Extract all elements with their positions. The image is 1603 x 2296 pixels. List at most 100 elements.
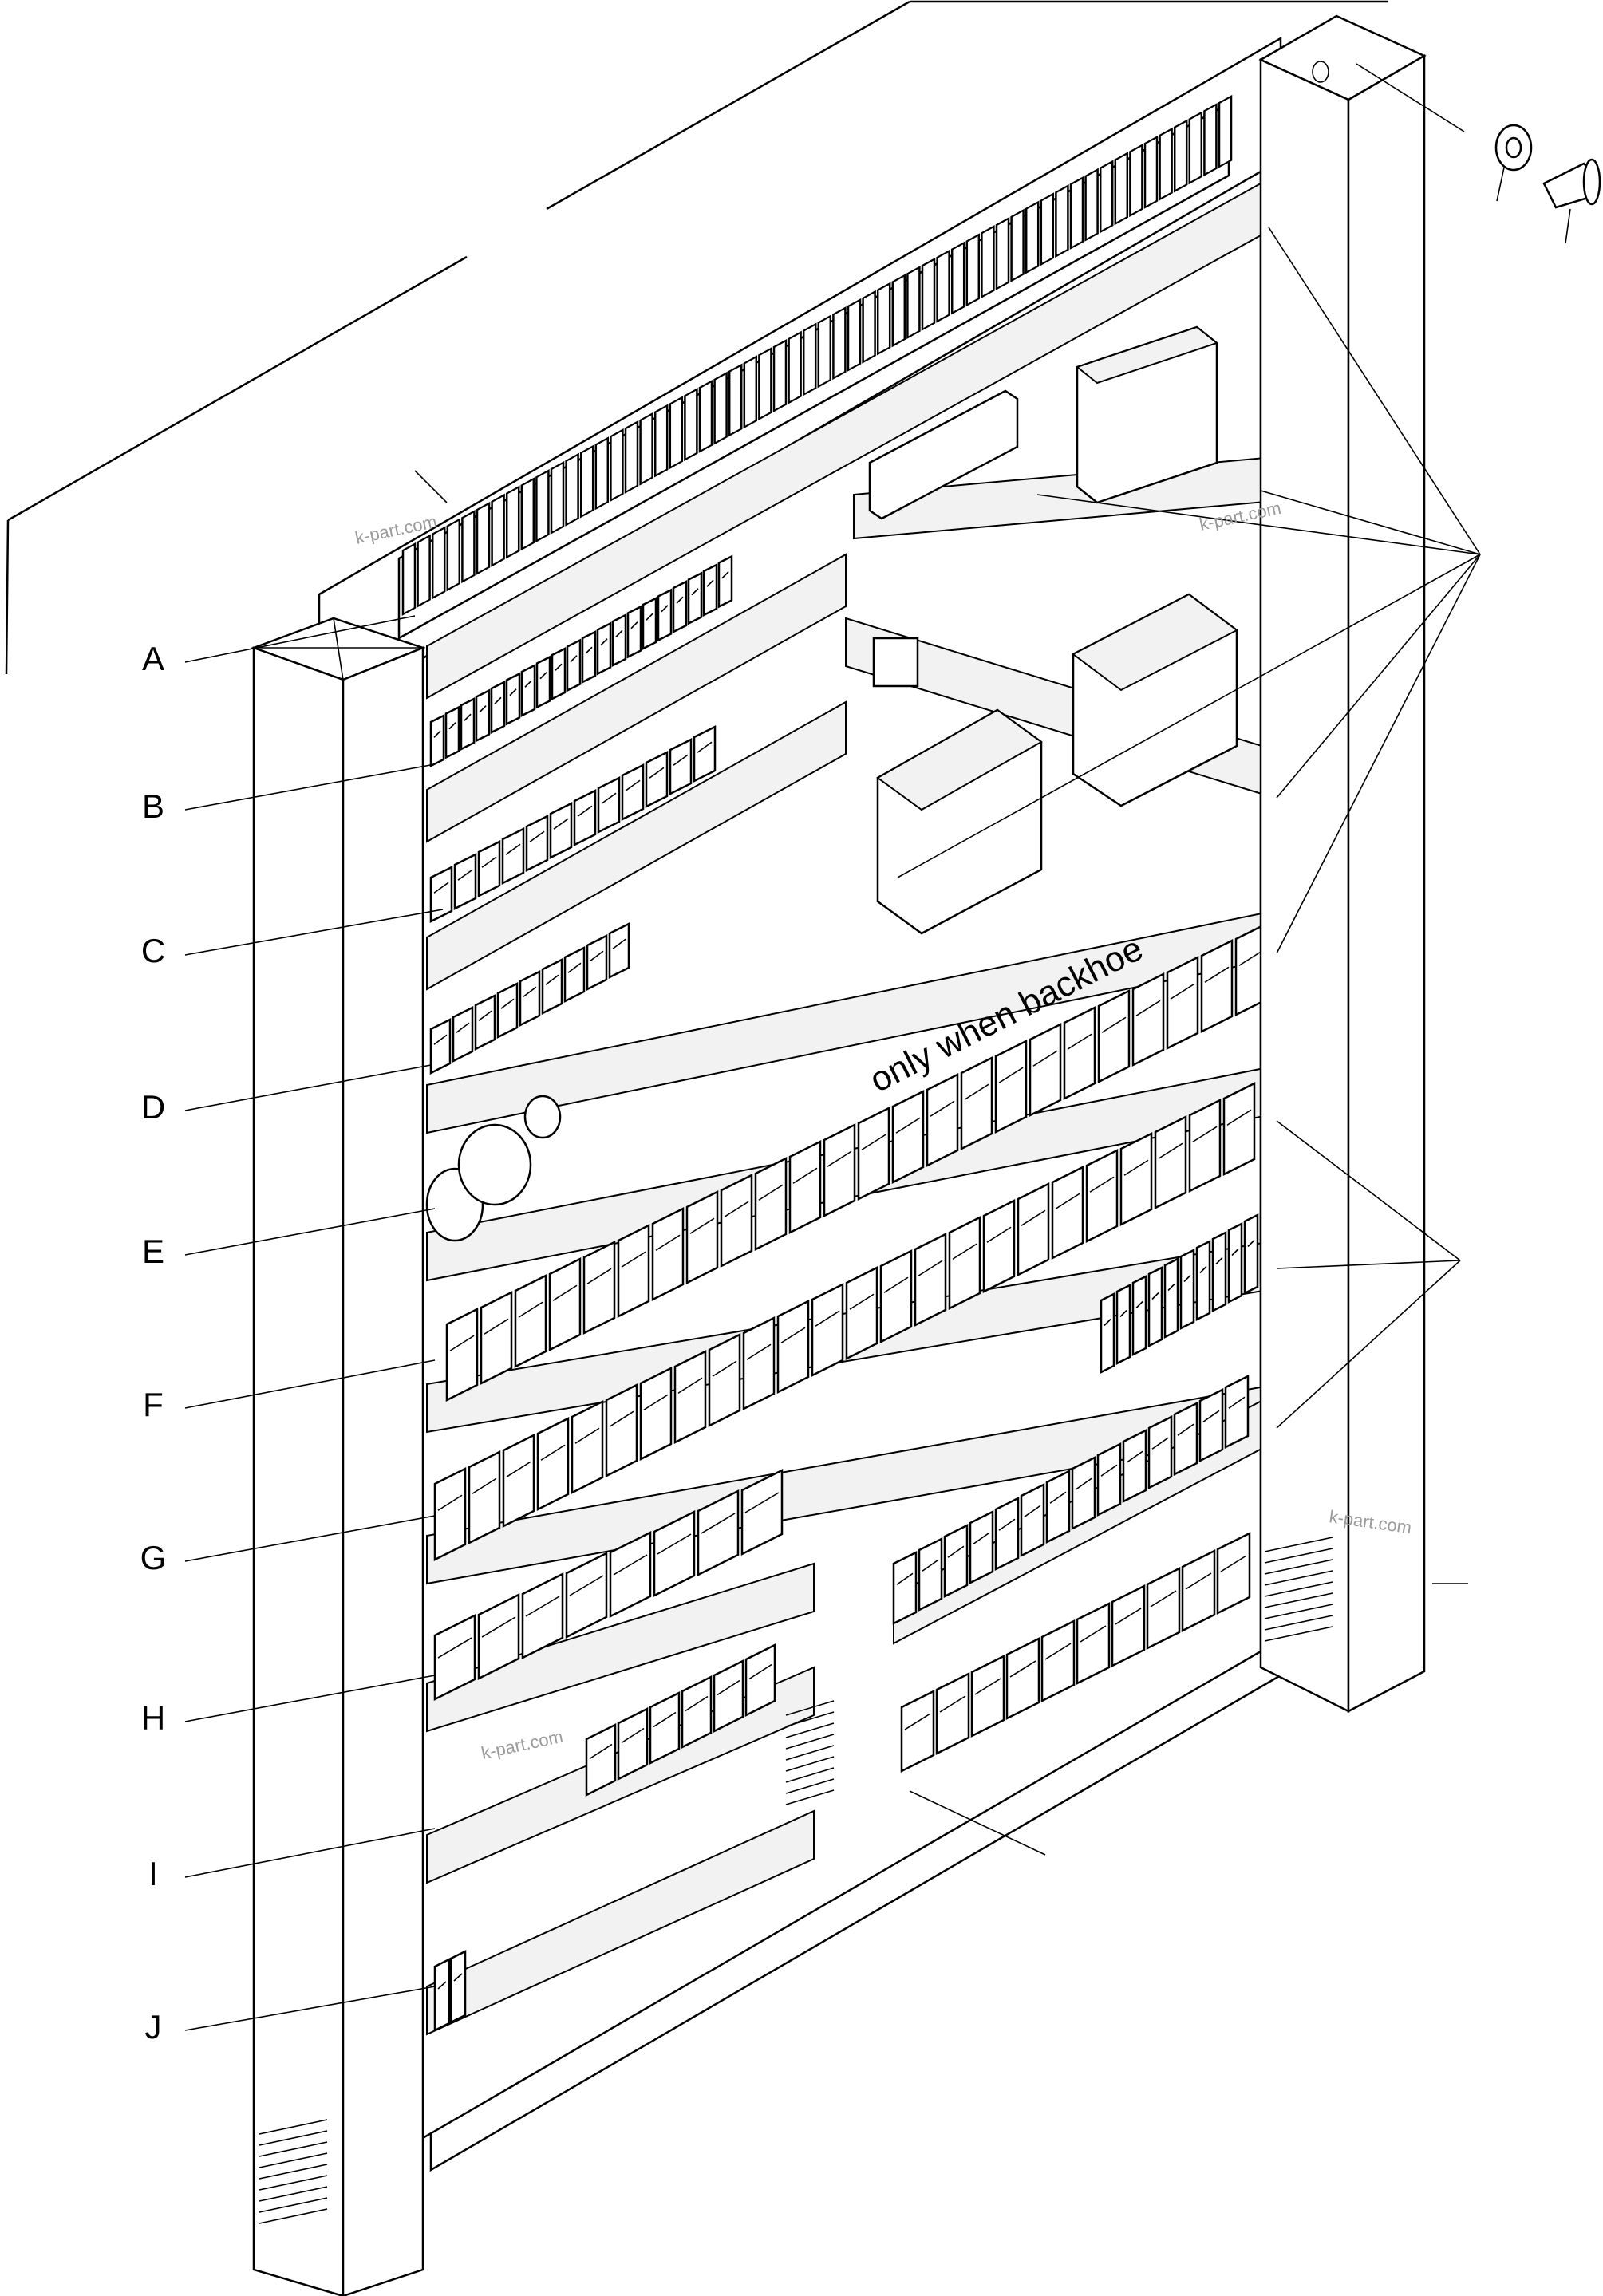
relay-module bbox=[501, 826, 525, 886]
module-detail bbox=[518, 1301, 543, 1318]
control-boxes bbox=[868, 325, 1238, 935]
module-detail bbox=[481, 1616, 516, 1638]
module-detail bbox=[973, 1532, 990, 1544]
module-detail bbox=[1135, 1000, 1161, 1016]
callout-J: J bbox=[145, 1986, 436, 2045]
relay-module bbox=[673, 1349, 707, 1445]
terminal-block bbox=[684, 388, 698, 462]
terminal-block bbox=[639, 412, 653, 486]
relay-module bbox=[429, 1017, 452, 1075]
relay-module bbox=[845, 1265, 878, 1361]
relay-module bbox=[960, 1055, 993, 1151]
module-detail bbox=[570, 655, 578, 663]
module-detail bbox=[758, 1184, 784, 1201]
module-detail bbox=[433, 882, 449, 894]
module-detail bbox=[590, 950, 604, 961]
louvre-slat bbox=[785, 1789, 835, 1805]
relay-module bbox=[717, 554, 733, 609]
louvre-slat bbox=[785, 1722, 835, 1738]
terminal-block bbox=[446, 518, 461, 592]
callout-letter: J bbox=[145, 2008, 162, 2045]
module-detail bbox=[464, 713, 472, 721]
terminal-module bbox=[868, 389, 1019, 520]
washer-and-screw bbox=[1356, 63, 1601, 244]
relay-module bbox=[1131, 1274, 1147, 1357]
module-rows bbox=[429, 554, 1323, 2033]
module-detail bbox=[625, 779, 641, 791]
module-detail bbox=[1009, 1660, 1036, 1678]
module-detail bbox=[744, 1492, 780, 1513]
louvre-slat bbox=[259, 2164, 328, 2180]
callout-A: A bbox=[142, 615, 416, 677]
relay-module bbox=[585, 1722, 617, 1797]
module-detail bbox=[457, 869, 473, 881]
module-detail bbox=[939, 1695, 966, 1713]
terminal-block bbox=[758, 347, 772, 421]
terminal-block bbox=[981, 225, 995, 299]
relay-module bbox=[1179, 1248, 1195, 1331]
relay-module bbox=[1224, 1374, 1250, 1450]
terminal-block bbox=[491, 493, 505, 567]
callout-H: H bbox=[141, 1675, 436, 1737]
relay-module bbox=[969, 1509, 994, 1585]
relay-module bbox=[1119, 1131, 1153, 1227]
relay-module bbox=[444, 705, 460, 759]
module-detail bbox=[1080, 1625, 1107, 1643]
relay-module bbox=[657, 588, 673, 642]
terminal-block bbox=[698, 379, 713, 453]
module-detail bbox=[1151, 1292, 1159, 1300]
module-detail bbox=[1247, 1239, 1255, 1248]
louvre-slat bbox=[259, 2208, 328, 2224]
relay-module bbox=[596, 621, 612, 676]
relay-module bbox=[514, 1273, 547, 1369]
vent-louvres bbox=[259, 1537, 1333, 2224]
relay-module bbox=[754, 1156, 788, 1252]
relay-module bbox=[697, 1489, 740, 1577]
relay-module bbox=[519, 969, 541, 1028]
module-detail bbox=[746, 1343, 772, 1360]
terminal-block bbox=[417, 534, 431, 608]
module-detail bbox=[448, 722, 456, 730]
relay-module bbox=[477, 839, 501, 898]
relay-module bbox=[453, 852, 477, 911]
rail-leaders bbox=[414, 227, 1481, 1856]
relay-module bbox=[581, 629, 597, 684]
relay-module bbox=[573, 788, 597, 847]
relay-module bbox=[672, 579, 688, 634]
terminal-block bbox=[1025, 200, 1040, 274]
relay-module bbox=[605, 1383, 638, 1478]
callout-D: D bbox=[141, 1064, 432, 1126]
terminal-block bbox=[876, 282, 891, 356]
module-detail bbox=[1135, 1300, 1143, 1309]
relay-module bbox=[582, 1240, 616, 1335]
terminal-block bbox=[1143, 135, 1159, 209]
module-detail bbox=[539, 672, 547, 680]
relay-module bbox=[651, 1206, 685, 1302]
relay-module bbox=[994, 1039, 1028, 1134]
relay-module bbox=[1051, 1165, 1084, 1260]
module-detail bbox=[500, 998, 515, 1009]
module-detail bbox=[449, 1335, 475, 1351]
module-detail bbox=[484, 1318, 509, 1335]
relay-module bbox=[1085, 1148, 1119, 1244]
terminal-block bbox=[1159, 127, 1173, 201]
relay-module bbox=[490, 680, 506, 735]
module-detail bbox=[827, 1150, 852, 1167]
louvre-slat bbox=[1264, 1548, 1333, 1564]
relay-module bbox=[982, 1198, 1016, 1294]
module-detail bbox=[677, 1377, 703, 1394]
module-detail bbox=[1215, 1256, 1223, 1265]
terminal-block bbox=[1173, 119, 1188, 193]
module-detail bbox=[748, 1663, 772, 1680]
terminal-block bbox=[772, 338, 788, 412]
relay-module bbox=[1154, 1114, 1187, 1210]
callout-leader bbox=[184, 909, 444, 956]
terminal-block bbox=[832, 306, 847, 381]
callout-letter: B bbox=[142, 787, 164, 825]
louvre-slat bbox=[785, 1778, 835, 1794]
louvre-slat bbox=[1264, 1615, 1333, 1631]
terminal-block bbox=[862, 290, 876, 364]
module-detail bbox=[1170, 983, 1195, 1000]
callout-letter: I bbox=[148, 1855, 158, 1892]
